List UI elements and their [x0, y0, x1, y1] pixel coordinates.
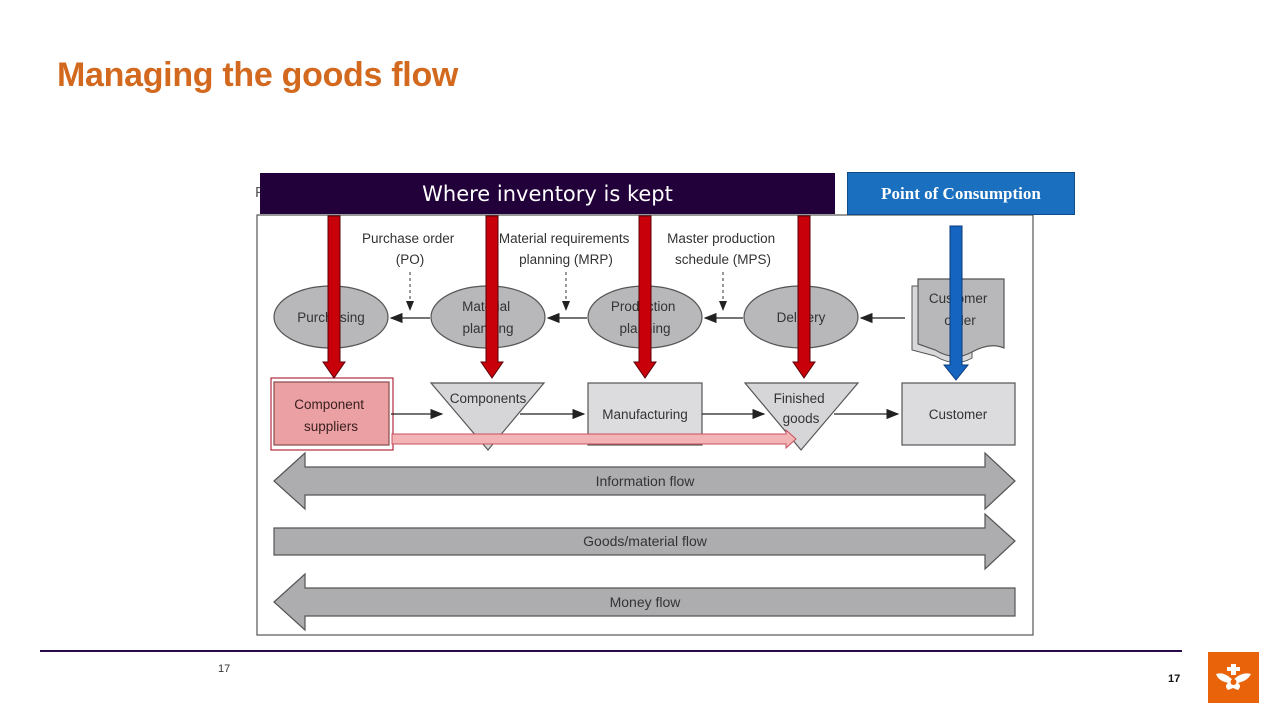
inventory-arrow-finished-goods [792, 215, 816, 379]
university-logo [1208, 652, 1259, 703]
component-suppliers-box [273, 381, 390, 446]
logo-emblem-icon [1216, 664, 1251, 690]
finished-goods-label: Finished goods [774, 391, 829, 426]
consumption-arrow [942, 225, 970, 381]
inventory-arrow-suppliers [322, 215, 346, 379]
inventory-banner: Where inventory is kept [260, 173, 835, 214]
inventory-arrow-manufacturing [633, 215, 657, 379]
components-triangle [429, 382, 546, 451]
information-flow-label: Information flow [596, 473, 696, 489]
footer-rule [40, 650, 1182, 652]
components-label: Components [450, 391, 527, 406]
mps-label: Master production schedule (MPS) [667, 231, 779, 267]
customer-label: Customer [929, 407, 988, 422]
finished-goods-triangle [743, 382, 860, 451]
customer-order-shadow [911, 285, 973, 363]
manufacturing-label: Manufacturing [602, 407, 688, 422]
page-number-left: 17 [218, 663, 231, 675]
highlight-arrow [391, 428, 797, 450]
information-flow-arrow [273, 451, 1016, 511]
page-number-right: 17 [1168, 673, 1181, 685]
inventory-arrow-components [480, 215, 504, 379]
mrp-label: Material requirements planning (MRP) [499, 231, 633, 267]
goods-flow-arrow [273, 512, 1016, 571]
figure-partial-label: F [255, 184, 264, 201]
slide-title: Managing the goods flow [57, 56, 459, 94]
goods-flow-label: Goods/material flow [583, 533, 708, 549]
money-flow-label: Money flow [610, 594, 682, 610]
purchase-order-label: Purchase order (PO) [362, 231, 458, 267]
money-flow-arrow [273, 572, 1016, 632]
point-of-consumption-box: Point of Consumption [847, 172, 1075, 215]
component-suppliers-label: Component suppliers [294, 397, 368, 434]
customer-box [901, 382, 1016, 446]
